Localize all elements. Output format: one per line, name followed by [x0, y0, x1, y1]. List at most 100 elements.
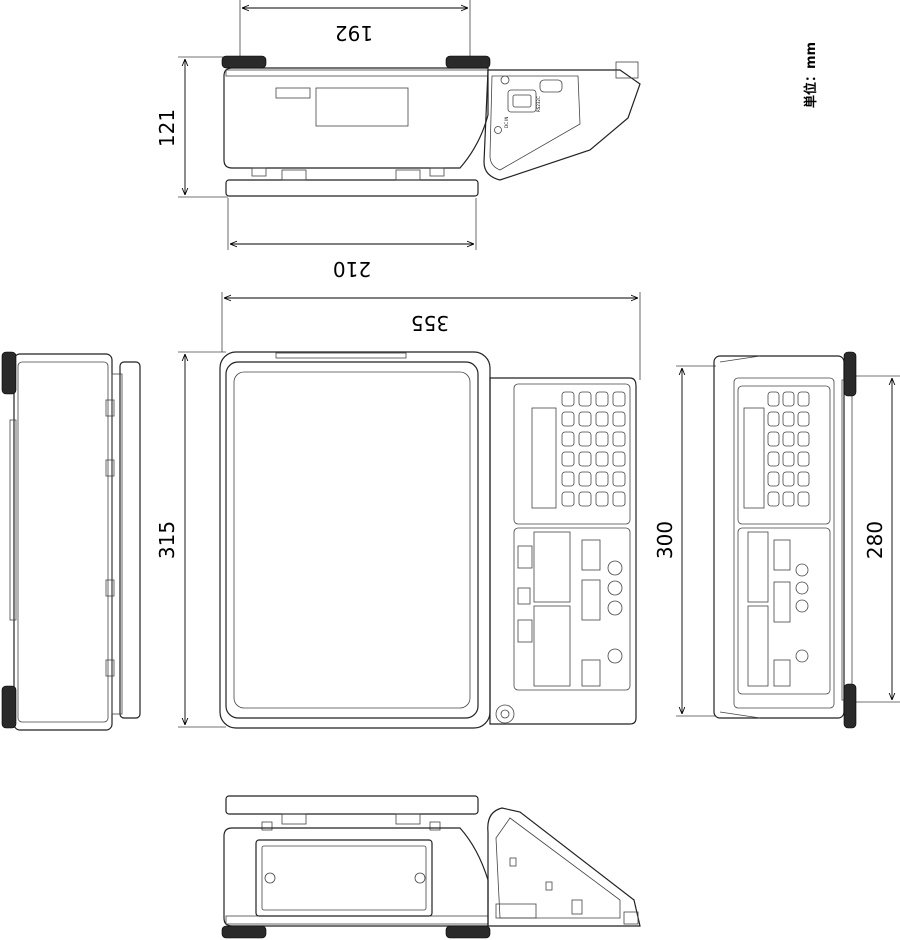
port-label-dcin: DC IN — [504, 117, 509, 128]
bottom-side-panel — [255, 839, 433, 917]
top-body — [223, 67, 489, 169]
bottom-display-panel — [487, 807, 641, 927]
right-button-3[interactable] — [795, 599, 809, 613]
right-keypad — [767, 391, 810, 507]
right-side-body — [713, 355, 845, 719]
right-foot-bottom — [843, 683, 857, 729]
right-keypad-display — [743, 407, 765, 509]
right-main-display-2 — [747, 605, 769, 687]
front-button-1[interactable] — [607, 560, 623, 576]
front-body — [219, 351, 491, 729]
top-label-area — [315, 87, 409, 127]
front-keypad-key[interactable] — [612, 391, 626, 407]
dim-300-label: 300 — [653, 521, 677, 559]
right-keypad-key[interactable] — [767, 391, 780, 407]
foot-right — [445, 55, 491, 69]
dim-355-label: 355 — [411, 311, 449, 335]
front-keypad-key[interactable] — [578, 491, 592, 507]
right-keypad-key[interactable] — [767, 411, 780, 427]
front-keypad-key[interactable] — [595, 411, 609, 427]
right-main-display-1 — [747, 531, 769, 603]
right-keypad-key[interactable] — [797, 431, 810, 447]
front-keypad — [561, 391, 626, 507]
bottom-foot-right — [445, 925, 491, 939]
bottom-body — [223, 827, 489, 927]
right-foot-top — [843, 351, 857, 397]
right-keypad-key[interactable] — [797, 411, 810, 427]
front-view: 355 315 — [155, 292, 641, 729]
front-keypad-display — [531, 407, 557, 509]
left-side-body — [13, 353, 113, 731]
foot-left — [221, 55, 267, 69]
port-label-rs232c: RS232C — [536, 96, 541, 112]
front-keypad-key[interactable] — [595, 431, 609, 447]
right-keypad-key[interactable] — [797, 451, 810, 467]
right-keypad-key[interactable] — [767, 431, 780, 447]
right-keypad-key[interactable] — [797, 491, 810, 507]
right-keypad-key[interactable] — [767, 451, 780, 467]
right-keypad-key[interactable] — [797, 391, 810, 407]
front-keypad-key[interactable] — [612, 411, 626, 427]
right-keypad-key[interactable] — [782, 491, 795, 507]
top-display-panel — [483, 69, 641, 181]
front-keypad-key[interactable] — [578, 451, 592, 467]
left-foot-bottom — [1, 685, 17, 729]
right-keypad-key[interactable] — [782, 451, 795, 467]
front-keypad-key[interactable] — [595, 491, 609, 507]
front-console — [489, 377, 637, 725]
right-power-button[interactable] — [795, 649, 809, 663]
front-keypad-key[interactable] — [561, 491, 575, 507]
right-button-2[interactable] — [795, 581, 809, 595]
front-keypad-key[interactable] — [595, 451, 609, 467]
left-side-view — [1, 351, 141, 731]
front-level-knob — [495, 704, 515, 724]
front-keypad-key[interactable] — [561, 411, 575, 427]
dim-280-label: 280 — [863, 521, 887, 559]
bottom-screw-left — [264, 872, 276, 884]
port-serial — [507, 89, 537, 113]
bottom-side-view — [221, 795, 641, 939]
right-keypad-key[interactable] — [782, 431, 795, 447]
bottom-pan-edge — [225, 795, 479, 815]
front-power-button[interactable] — [607, 648, 623, 664]
right-button-1[interactable] — [795, 563, 809, 577]
front-keypad-key[interactable] — [595, 471, 609, 487]
right-keypad-key[interactable] — [782, 471, 795, 487]
bottom-screw-right — [414, 872, 426, 884]
front-keypad-key[interactable] — [612, 451, 626, 467]
front-button-3[interactable] — [607, 600, 623, 616]
front-keypad-key[interactable] — [578, 391, 592, 407]
weighing-pan-edge — [225, 179, 479, 197]
front-keypad-key[interactable] — [578, 431, 592, 447]
dim-210-label: 210 — [333, 257, 371, 281]
front-keypad-key[interactable] — [612, 471, 626, 487]
dim-121-label: 121 — [155, 109, 179, 147]
dim-315-label: 315 — [155, 521, 179, 559]
front-keypad-key[interactable] — [612, 491, 626, 507]
front-keypad-key[interactable] — [595, 391, 609, 407]
right-keypad-key[interactable] — [782, 411, 795, 427]
front-keypad-key[interactable] — [561, 431, 575, 447]
front-main-display-2 — [533, 605, 571, 687]
right-side-view: 300 280 — [653, 351, 900, 729]
weighing-pan — [225, 361, 479, 719]
left-foot-top — [1, 351, 17, 395]
front-button-2[interactable] — [607, 580, 623, 596]
front-keypad-key[interactable] — [561, 471, 575, 487]
front-keypad-key[interactable] — [561, 391, 575, 407]
front-keypad-key[interactable] — [612, 431, 626, 447]
port-dc — [539, 79, 563, 93]
bottom-foot-left — [221, 925, 267, 939]
front-keypad-key[interactable] — [578, 471, 592, 487]
front-keypad-key[interactable] — [561, 451, 575, 467]
front-main-display-1 — [533, 531, 571, 603]
port-round — [500, 75, 510, 85]
dim-192-label: 192 — [335, 21, 373, 45]
right-keypad-key[interactable] — [797, 471, 810, 487]
right-keypad-key[interactable] — [767, 491, 780, 507]
right-keypad-key[interactable] — [782, 391, 795, 407]
top-view: 192 121 210 RS232C DC — [155, 0, 641, 281]
front-keypad-key[interactable] — [578, 411, 592, 427]
right-keypad-key[interactable] — [767, 471, 780, 487]
